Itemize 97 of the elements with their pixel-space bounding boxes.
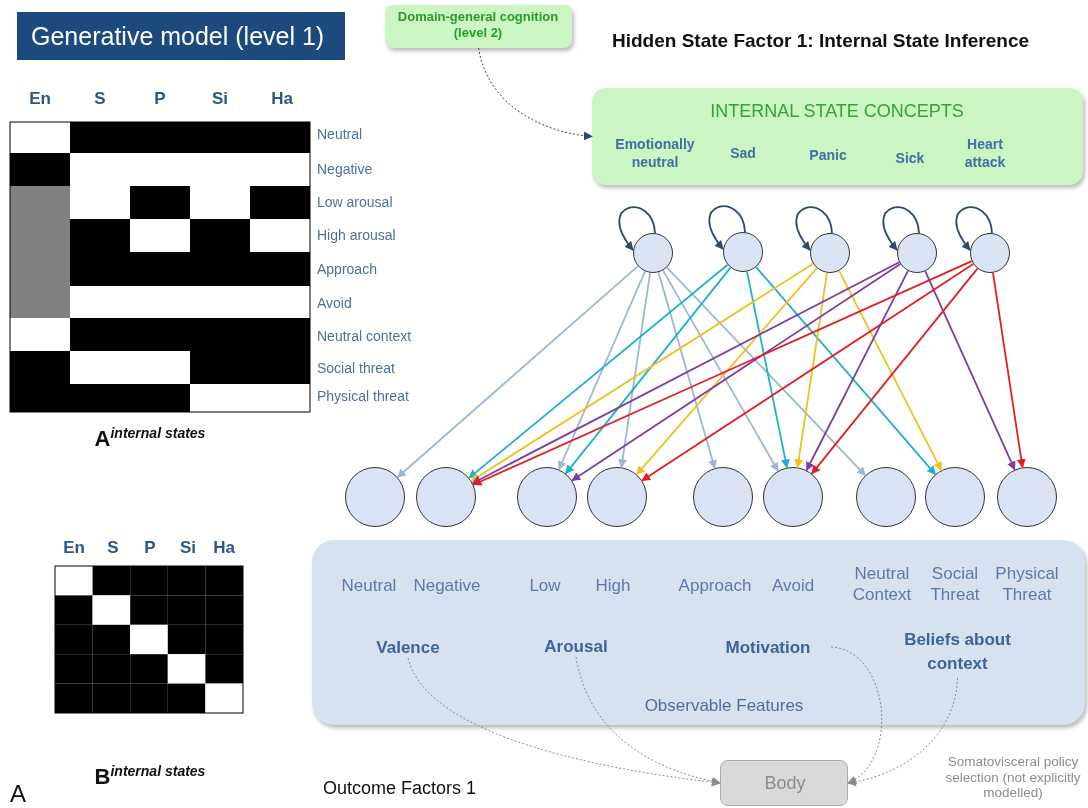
matrix-caption: A$^{internal states}$ — [94, 425, 206, 452]
column-header: S — [107, 538, 119, 558]
feature-label: Neutral Context — [852, 563, 912, 606]
state-circle — [970, 233, 1010, 273]
arrow — [830, 646, 883, 784]
arrow — [478, 47, 593, 141]
arrow — [992, 271, 1026, 469]
column-header: Si — [179, 538, 197, 558]
concept-label: Sad — [729, 145, 757, 163]
arrow — [635, 267, 818, 476]
feature-label: Low — [528, 575, 562, 597]
outcome-circle — [416, 467, 476, 527]
arrow — [571, 263, 902, 482]
column-header: P — [154, 89, 166, 109]
arrow — [662, 269, 779, 472]
arrow — [641, 263, 975, 482]
panel-title: INTERNAL STATE CONCEPTS — [709, 100, 965, 123]
row-label: Avoid — [317, 295, 352, 312]
feature-label: High — [594, 575, 632, 597]
feature-label: Negative — [412, 575, 482, 597]
arrow — [955, 206, 993, 251]
outcome-circle — [345, 467, 405, 527]
title: Generative model (level 1) — [31, 22, 325, 51]
body-box — [720, 760, 848, 806]
arrow — [847, 677, 958, 786]
arrow — [471, 261, 901, 485]
factor-label: Beliefs about context — [895, 628, 1020, 678]
row-label: High arousal — [317, 227, 396, 244]
panel-caption: Observable Features — [643, 695, 805, 717]
row-label: Physical threat — [317, 388, 409, 405]
arrow — [746, 270, 790, 469]
outcome-circle — [587, 467, 647, 527]
state-circle — [723, 232, 763, 272]
outcome-circle — [925, 467, 985, 527]
concept-label: Sick — [894, 150, 926, 168]
heading: Hidden State Factor 1: Internal State Inference — [612, 30, 1030, 52]
concept-label: Panic — [808, 147, 848, 165]
arrow — [805, 269, 909, 472]
concept-label: Heart attack — [963, 136, 1007, 171]
column-header: Si — [211, 89, 229, 109]
concept-panel — [592, 88, 1083, 185]
state-circle — [897, 233, 937, 273]
feature-label: Approach — [677, 575, 753, 597]
feature-label: Neutral — [340, 575, 398, 597]
feature-panel — [312, 540, 1085, 725]
node-text: Body — [763, 772, 807, 795]
section-label: Outcome Factors 1 — [323, 778, 477, 799]
arrow — [665, 266, 867, 477]
arrow — [810, 267, 979, 475]
outcome-circle — [763, 467, 823, 527]
arrow — [618, 206, 656, 251]
column-header: En — [63, 538, 85, 558]
factor-label: Arousal — [538, 635, 614, 657]
column-header: En — [29, 89, 51, 109]
feature-label: Social Threat — [929, 563, 981, 606]
feature-label: Physical Threat — [994, 563, 1060, 606]
arrow — [472, 260, 973, 486]
state-circle — [633, 233, 673, 273]
cognition-box — [385, 5, 572, 48]
arrow — [468, 263, 729, 479]
feature-label: Avoid — [770, 575, 816, 597]
arrow — [396, 265, 639, 479]
arrow — [564, 266, 732, 475]
row-label: Low arousal — [317, 194, 393, 211]
state-circle — [810, 233, 850, 273]
arrow — [795, 206, 833, 251]
arrow — [924, 270, 1016, 471]
outcome-circle — [517, 467, 577, 527]
matrix-caption: B$^{internal states}$ — [94, 763, 206, 790]
note-text: Somatovisceral policy selection (not explicitly modelled) — [944, 754, 1082, 801]
outcome-circle — [693, 467, 753, 527]
outcome-circle — [997, 467, 1057, 527]
column-header: Ha — [213, 538, 235, 558]
row-label: Negative — [317, 161, 373, 178]
arrow — [838, 269, 943, 472]
row-label: Neutral — [317, 126, 363, 143]
concept-label: Emotionally neutral — [614, 136, 696, 171]
row-label: Neutral context — [317, 328, 412, 345]
column-header: S — [94, 89, 106, 109]
node-text: Domain-general cognition (level 2) — [396, 9, 560, 42]
outcome-circle — [856, 467, 916, 527]
arrow — [618, 271, 651, 469]
arrow — [558, 270, 646, 471]
row-label: Social threat — [317, 360, 395, 377]
arrow — [755, 266, 937, 476]
row-label: Approach — [317, 261, 377, 278]
arrow — [882, 206, 920, 251]
arrow — [575, 656, 721, 786]
arrow — [794, 271, 828, 469]
panel-letter: A — [10, 780, 26, 808]
factor-label: Valence — [370, 636, 446, 658]
column-header: P — [144, 538, 156, 558]
column-header: Ha — [271, 89, 293, 109]
arrow — [657, 271, 717, 470]
arrow — [708, 205, 746, 250]
factor-label: Motivation — [705, 636, 831, 658]
arrow — [470, 262, 814, 482]
